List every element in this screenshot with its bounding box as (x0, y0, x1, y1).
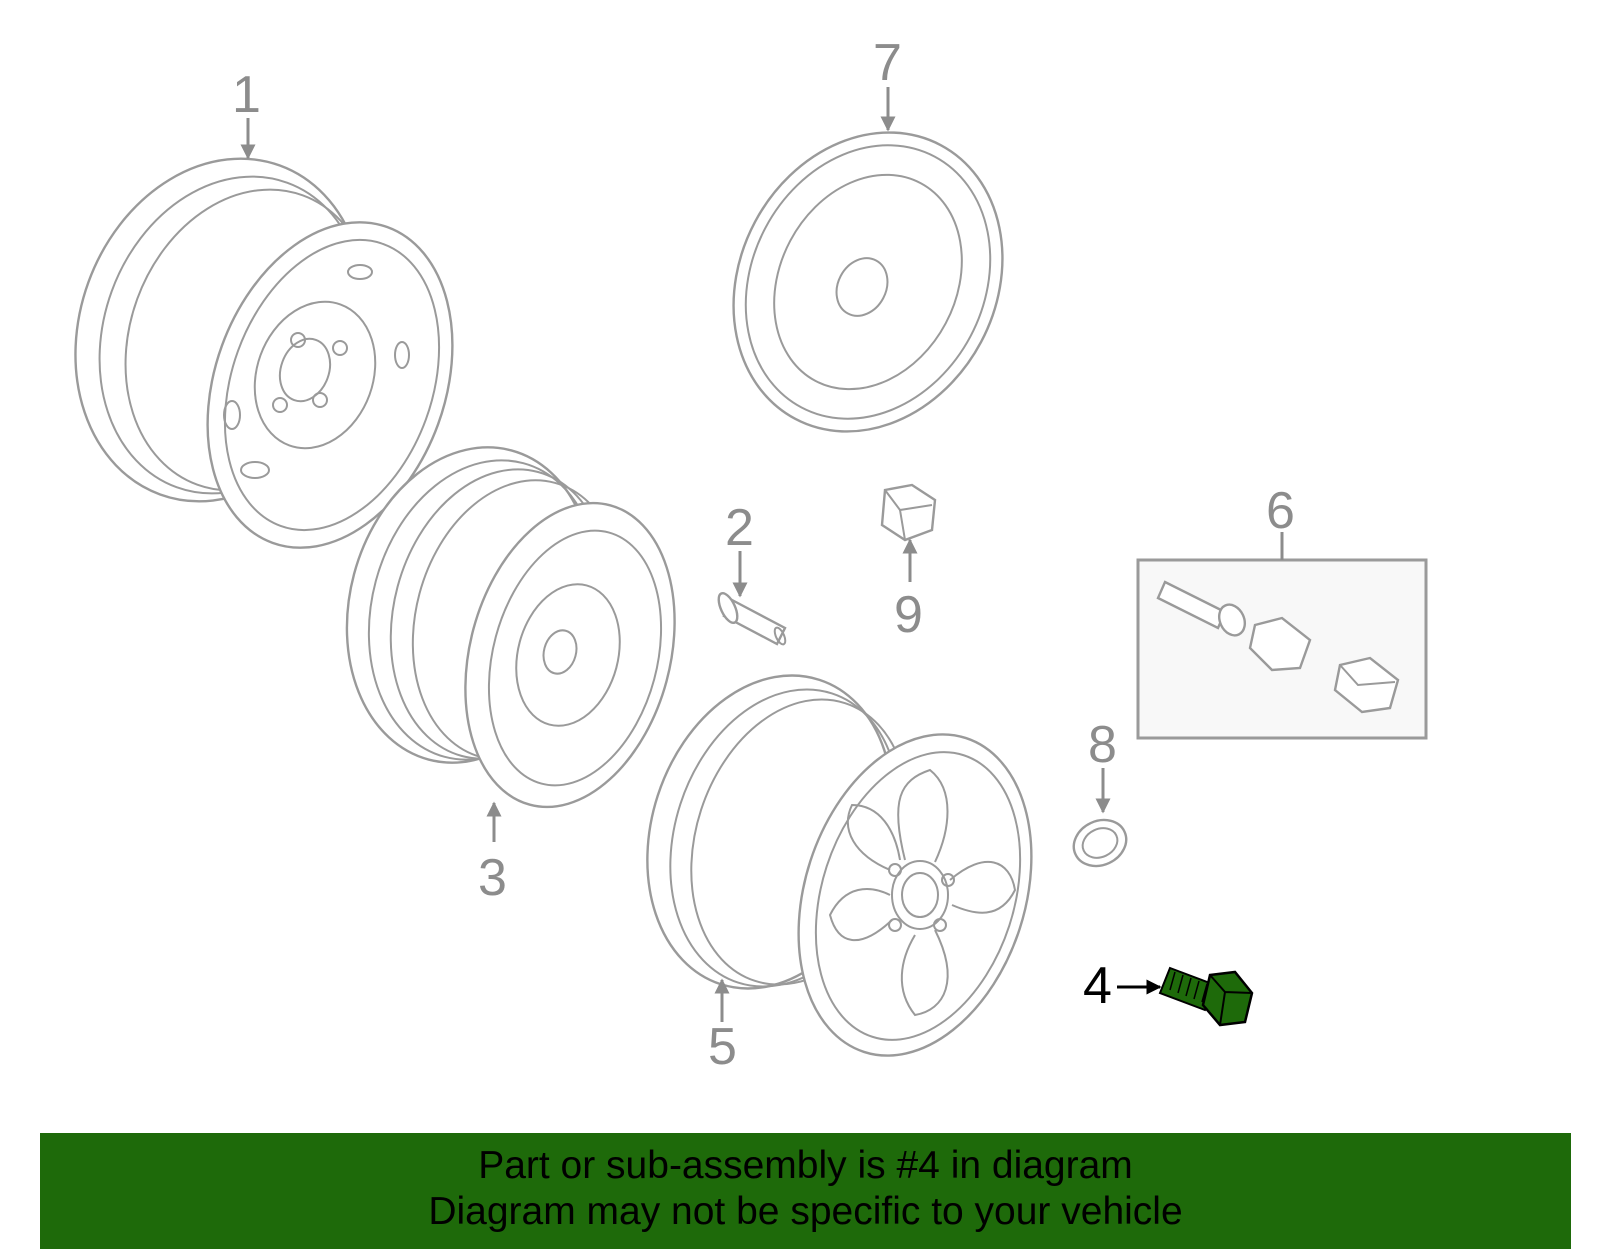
callout-9: 9 (894, 586, 923, 644)
wheel-lock-set-6 (1136, 558, 1428, 740)
steel-wheel-1 (74, 157, 454, 549)
alloy-wheel-5 (646, 674, 1033, 1057)
callout-5: 5 (708, 1018, 737, 1076)
banner-line-2: Diagram may not be specific to your vehi… (428, 1190, 1183, 1233)
banner-line-1: Part or sub-assembly is #4 in diagram (478, 1144, 1133, 1187)
wheel-cover-7 (732, 131, 1004, 433)
callout-4: 4 (1083, 957, 1112, 1015)
callout-6: 6 (1266, 482, 1295, 540)
callout-arrows (240, 87, 1284, 1022)
valve-stem-2 (717, 592, 787, 646)
callout-7: 7 (873, 34, 902, 92)
lug-nut-9 (880, 483, 937, 542)
center-cap-8 (1072, 818, 1128, 868)
callout-8: 8 (1088, 716, 1117, 774)
callout-3: 3 (478, 849, 507, 907)
lug-bolt-4 (1158, 966, 1254, 1027)
callout-2: 2 (725, 499, 754, 557)
info-banner: Part or sub-assembly is #4 in diagram Di… (40, 1133, 1571, 1249)
callout-1: 1 (232, 66, 261, 124)
steel-wheel-3 (345, 446, 676, 809)
